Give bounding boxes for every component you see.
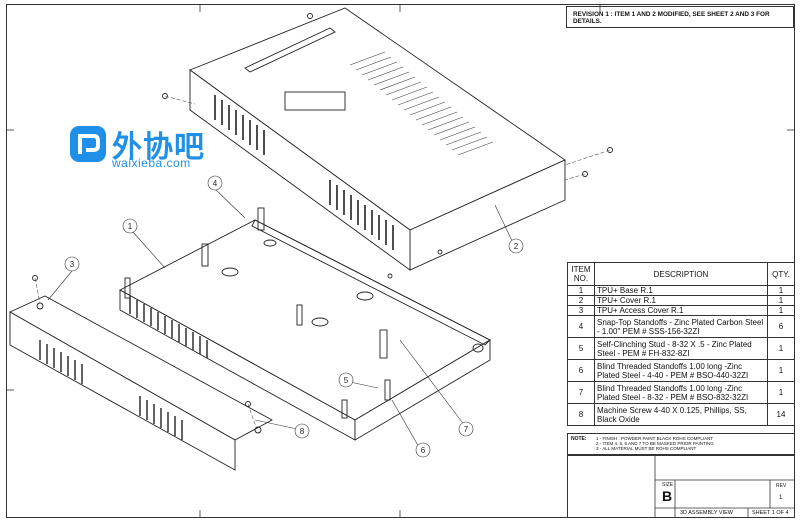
revision-note: REVISION 1 : ITEM 1 AND 2 MODIFIED, SEE … <box>566 6 794 28</box>
balloon-1 <box>122 218 138 234</box>
bom-qty: 1 <box>767 285 795 296</box>
bom-qty: 6 <box>767 315 795 338</box>
bom-header-item: ITEM NO. <box>567 262 595 286</box>
bom-qty: 1 <box>767 359 795 382</box>
balloon-5 <box>338 372 354 388</box>
bom-qty: 1 <box>767 305 795 316</box>
drawing-border <box>6 4 795 518</box>
balloon-2 <box>508 238 524 254</box>
bom-description: Snap-Top Standoffs - Zinc Plated Carbon … <box>594 315 768 338</box>
bom-qty: 14 <box>767 403 795 426</box>
access-cover-part <box>9 275 273 471</box>
rev-value: 1 <box>779 495 783 501</box>
border-ticks <box>6 4 795 518</box>
bom-description: TPU+ Base R.1 <box>594 285 768 296</box>
table-row: 3 TPU+ Access Cover R.1 1 <box>567 305 795 316</box>
balloon-4 <box>207 175 223 191</box>
cover-part <box>162 7 613 279</box>
balloon-8 <box>294 423 310 439</box>
table-row: 2 TPU+ Cover R.1 1 <box>567 295 795 306</box>
note-line: 3 - ALL MATERIAL MUST BE ROHS COMPLIANT <box>596 446 697 451</box>
table-row: 5 Self-Clinching Stud - 8-32 X .5 - Zinc… <box>567 337 795 360</box>
watermark-url: waixieba.com <box>112 156 191 170</box>
bom-description: Blind Threaded Standoffs 1.00 long -Zinc… <box>594 381 768 404</box>
balloon-8-label: 8 <box>300 427 305 436</box>
rev-label: REV <box>776 483 787 489</box>
bom-qty: 1 <box>767 295 795 306</box>
bill-of-materials: ITEM NO. DESCRIPTION QTY. 1 TPU+ Base R.… <box>567 262 795 426</box>
balloon-7 <box>458 421 474 437</box>
watermark-text: 外协吧 <box>112 130 205 165</box>
title-block-lines <box>654 455 795 518</box>
bom-description: TPU+ Access Cover R.1 <box>594 305 768 316</box>
drawing-notes: NOTE: 1 - FINISH : POWDER PAINT BLACK RO… <box>567 433 795 455</box>
bom-qty: 1 <box>767 381 795 404</box>
table-row: 1 TPU+ Base R.1 1 <box>567 285 795 296</box>
bom-description: TPU+ Cover R.1 <box>594 295 768 306</box>
bom-qty: 1 <box>767 337 795 360</box>
table-row: 7 Blind Threaded Standoffs 1.00 long -Zi… <box>567 381 795 404</box>
balloon-1-label: 1 <box>128 222 133 231</box>
leader-lines <box>47 188 514 450</box>
balloon-4-label: 4 <box>213 179 218 188</box>
sheet-number: SHEET 1 OF 4 <box>752 510 789 516</box>
table-row: 6 Blind Threaded Standoffs 1.00 long -Zi… <box>567 359 795 382</box>
balloon-2-label: 2 <box>514 242 519 251</box>
balloon-5-label: 5 <box>344 376 349 385</box>
notes-label: NOTE: <box>571 436 587 442</box>
note-line: 2 - ITEM 4, 5, 6 AND 7 TO BE MASKED PRIO… <box>596 441 714 446</box>
bom-item-no: 1 <box>567 285 595 296</box>
bom-item-no: 8 <box>567 403 595 426</box>
bom-description: Blind Threaded Standoffs 1.00 long -Zinc… <box>594 359 768 382</box>
bom-description: Self-Clinching Stud - 8-32 X .5 - Zinc P… <box>594 337 768 360</box>
bom-item-no: 6 <box>567 359 595 382</box>
bom-description: Machine Screw 4-40 X 0.125, Phillips, SS… <box>594 403 768 426</box>
title-block <box>567 455 795 518</box>
bom-item-no: 4 <box>567 315 595 338</box>
bom-header-qty: QTY. <box>767 262 795 286</box>
table-row: 4 Snap-Top Standoffs - Zinc Plated Carbo… <box>567 315 795 338</box>
bom-item-no: 5 <box>567 337 595 360</box>
balloon-6 <box>415 442 431 458</box>
view-name: 3D ASSEMBLY VIEW <box>680 510 733 516</box>
bom-item-no: 3 <box>567 305 595 316</box>
watermark-logo-icon <box>70 126 106 162</box>
note-line: 1 - FINISH : POWDER PAINT BLACK ROHS COM… <box>596 436 714 441</box>
balloon-7-label: 7 <box>464 425 469 434</box>
size-value: B <box>662 488 673 504</box>
bom-item-no: 7 <box>567 381 595 404</box>
balloon-6-label: 6 <box>421 446 426 455</box>
size-label: SIZE <box>662 482 674 488</box>
table-row: 8 Machine Screw 4-40 X 0.125, Phillips, … <box>567 403 795 426</box>
balloon-3-label: 3 <box>70 260 75 269</box>
bom-header-row: ITEM NO. DESCRIPTION QTY. <box>567 262 795 286</box>
balloon-3 <box>64 256 80 272</box>
base-part <box>119 207 491 441</box>
bom-item-no: 2 <box>567 295 595 306</box>
bom-header-description: DESCRIPTION <box>594 262 768 286</box>
